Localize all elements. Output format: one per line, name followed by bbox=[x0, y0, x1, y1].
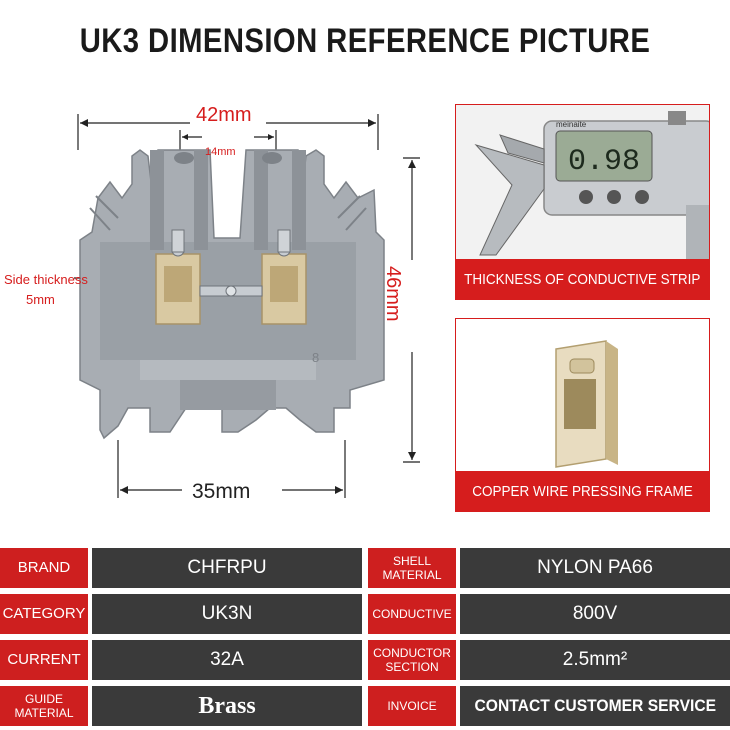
spec-label-invoice: INVOICE bbox=[368, 686, 456, 726]
terminal-block-drawing: 8 bbox=[74, 114, 420, 498]
page-title: UK3 DIMENSION REFERENCE PICTURE bbox=[79, 22, 651, 60]
copper-frame-photo-panel: COPPER WIRE PRESSING FRAME bbox=[455, 318, 710, 512]
caliper-brand: meinaite bbox=[556, 120, 587, 129]
spec-row-category: CATEGORY UK3N CONDUCTIVE 800V bbox=[0, 594, 730, 634]
dimension-lines bbox=[74, 114, 420, 498]
copper-frame-illustration bbox=[555, 340, 618, 468]
spec-value-current: 32A bbox=[92, 640, 362, 680]
side-thickness-text: Side thickness bbox=[4, 272, 88, 287]
center-screw bbox=[225, 285, 237, 297]
spec-table: BRAND CHFRPU SHELL MATERIAL NYLON PA66 C… bbox=[0, 548, 730, 730]
spec-label-shell-material: SHELL MATERIAL bbox=[368, 548, 456, 588]
spec-value-guide-material: Brass bbox=[92, 686, 362, 726]
conductive-strip-photo-panel: 0.98 meinaite THICKNESS OF CONDUCTIVE ST… bbox=[455, 104, 710, 300]
spec-row-guide-material: GUIDE MATERIAL Brass INVOICE CONTACT CUS… bbox=[0, 686, 730, 726]
spec-value-brand: CHFRPU bbox=[92, 548, 362, 588]
spec-value-invoice: CONTACT CUSTOMER SERVICE bbox=[460, 686, 730, 726]
spec-row-current: CURRENT 32A CONDUCTOR SECTION 2.5mm² bbox=[0, 640, 730, 680]
spec-label-brand: BRAND bbox=[0, 548, 88, 588]
spec-value-shell-material: NYLON PA66 bbox=[460, 548, 730, 588]
side-thickness-value: 5mm bbox=[26, 292, 55, 307]
spec-label-conductive: CONDUCTIVE bbox=[368, 594, 456, 634]
side-thickness-label: Side thickness 5mm bbox=[4, 270, 88, 310]
spec-row-brand: BRAND CHFRPU SHELL MATERIAL NYLON PA66 bbox=[0, 548, 730, 588]
gap-dimension-label: 14mm bbox=[205, 146, 236, 158]
spec-value-conductor-section: 2.5mm² bbox=[460, 640, 730, 680]
spec-label-category: CATEGORY bbox=[0, 594, 88, 634]
housing-mark: 8 bbox=[312, 350, 319, 365]
base-dimension-label: 35mm bbox=[192, 480, 251, 503]
caliper-illustration: 0.98 meinaite bbox=[456, 105, 709, 259]
caliper-reading: 0.98 bbox=[568, 145, 640, 179]
brass-clamp-right bbox=[261, 229, 307, 325]
spec-label-current: CURRENT bbox=[0, 640, 88, 680]
conductive-strip-caption: THICKNESS OF CONDUCTIVE STRIP bbox=[456, 259, 709, 299]
spec-value-conductive: 800V bbox=[460, 594, 730, 634]
spec-label-guide-material: GUIDE MATERIAL bbox=[0, 686, 88, 726]
width-dimension-label: 42mm bbox=[196, 104, 252, 126]
dimension-diagram: 8 42mm 14mm Side thickness 5mm 46mm 35mm bbox=[0, 90, 440, 520]
height-dimension-label: 46mm bbox=[382, 266, 404, 322]
copper-frame-caption: COPPER WIRE PRESSING FRAME bbox=[456, 471, 709, 511]
spec-label-conductor-section: CONDUCTOR SECTION bbox=[368, 640, 456, 680]
spec-value-category: UK3N bbox=[92, 594, 362, 634]
brass-clamp-left bbox=[155, 229, 201, 325]
